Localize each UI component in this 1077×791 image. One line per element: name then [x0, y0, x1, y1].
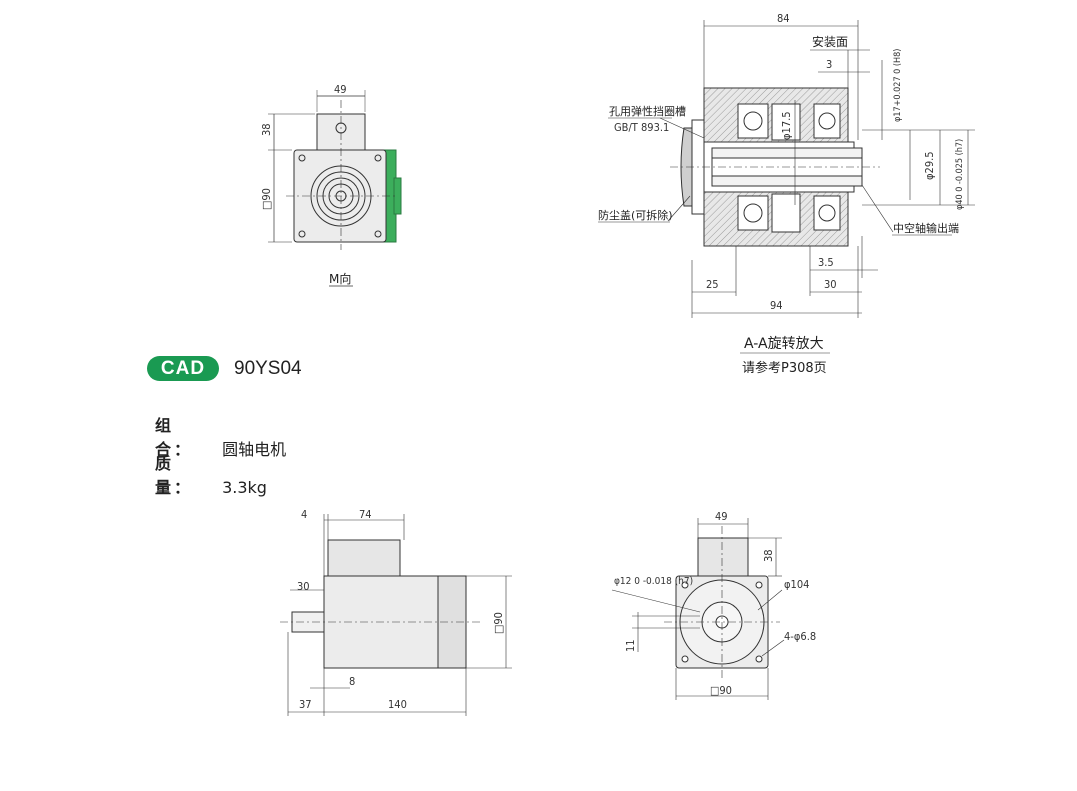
m-view-caption: M向: [329, 271, 351, 286]
front-view-dims: [611, 518, 785, 700]
side-dim-74: 74: [359, 508, 372, 521]
aa-dim-17-5: φ17.5: [780, 111, 793, 140]
side-view: [280, 539, 480, 669]
side-dim-30: 30: [297, 580, 310, 593]
front-dim-pcd: φ104: [784, 578, 809, 591]
aa-mount-face-label: 安装面: [812, 34, 848, 49]
aa-dim-17: φ17+0.027 0 (H8): [893, 49, 903, 122]
side-view-dims: [287, 514, 512, 716]
side-dim-90: □90: [492, 612, 505, 634]
spec-mass-label: 质 量：: [155, 454, 194, 497]
aa-dim-3: 3: [826, 58, 832, 71]
front-dim-holes: 4-φ6.8: [784, 630, 816, 643]
aa-dim-30: 30: [824, 278, 837, 291]
aa-dim-94: 94: [770, 299, 783, 312]
section-aa-dims: [598, 20, 975, 354]
m-view-dim-49: 49: [334, 83, 347, 96]
cad-badge[interactable]: CAD: [147, 356, 219, 381]
front-dim-38: 38: [762, 549, 775, 562]
m-view: [268, 90, 402, 287]
side-dim-140: 140: [388, 698, 407, 711]
side-dim-8: 8: [349, 675, 355, 688]
m-view-dim-38: 38: [260, 123, 273, 136]
aa-standard-label: GB/T 893.1: [614, 121, 669, 134]
aa-subcaption: 请参考P308页: [742, 360, 827, 376]
section-aa-view: [670, 87, 880, 247]
spec-combination: 组 合： 圆轴电机: [155, 412, 286, 460]
aa-dim-29-5: φ29.5: [923, 151, 936, 180]
front-dim-square: □90: [710, 684, 732, 697]
spec-mass: 质 量： 3.3kg: [155, 450, 267, 498]
aa-dim-40: φ40 0 -0.025 (h7): [955, 139, 965, 210]
side-dim-37: 37: [299, 698, 312, 711]
model-number: 90YS04: [234, 358, 302, 379]
aa-hollow-output-label: 中空轴输出端: [893, 221, 959, 235]
front-dim-49: 49: [715, 510, 728, 523]
front-dim-shaft: φ12 0 -0.018 (h7): [614, 576, 693, 587]
front-dim-11: 11: [624, 639, 637, 652]
front-view: [664, 526, 780, 678]
m-view-dim-90: □90: [260, 188, 273, 210]
spec-mass-value: 3.3kg: [222, 478, 267, 497]
spec-combination-value: 圆轴电机: [222, 440, 287, 459]
aa-dim-3-5: 3.5: [818, 256, 834, 269]
aa-dim-25: 25: [706, 278, 719, 291]
aa-dim-84: 84: [777, 12, 790, 25]
side-dim-4: 4: [301, 508, 307, 521]
aa-dust-cover-label: 防尘盖(可拆除): [598, 208, 673, 222]
spec-combination-label: 组 合：: [155, 416, 194, 459]
aa-caption: A-A旋转放大: [744, 336, 824, 352]
aa-ring-label: 孔用弹性挡圈槽: [609, 104, 686, 118]
